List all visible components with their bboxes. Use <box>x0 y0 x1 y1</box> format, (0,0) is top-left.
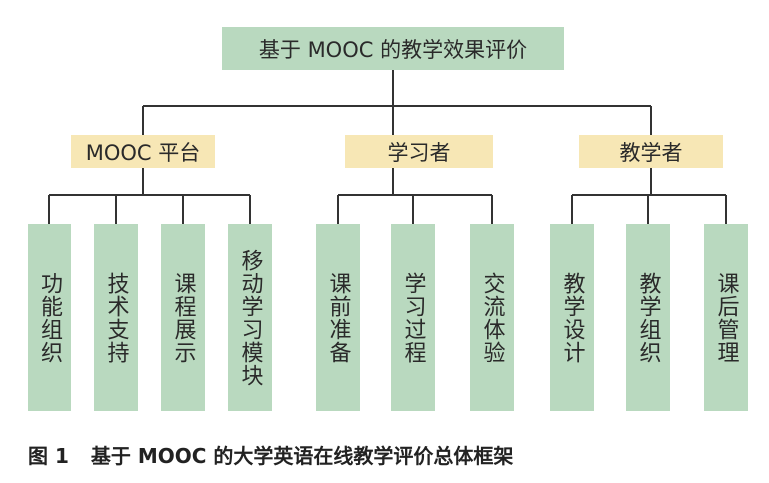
leaf-node: 交流体验 <box>470 224 514 411</box>
leaf-node: 课前准备 <box>316 224 360 411</box>
leaf-node: 学习过程 <box>391 224 435 411</box>
leaf-node: 教学设计 <box>550 224 594 411</box>
figure-number: 图 1 <box>28 444 69 468</box>
figure-caption: 图 1 基于 MOOC 的大学英语在线教学评价总体框架 <box>28 440 513 469</box>
leaf-node: 技术支持 <box>94 224 138 411</box>
leaf-node: 功能组织 <box>28 224 71 411</box>
figure-caption-text: 基于 MOOC 的大学英语在线教学评价总体框架 <box>90 444 514 468</box>
leaf-node: 教学组织 <box>626 224 670 411</box>
group-node-teacher: 教学者 <box>579 135 723 168</box>
leaf-node: 移动学习模块 <box>228 224 272 411</box>
leaf-node: 课程展示 <box>161 224 205 411</box>
group-node-mooc-platform: MOOC 平台 <box>71 135 215 168</box>
leaf-node: 课后管理 <box>704 224 748 411</box>
root-node: 基于 MOOC 的教学效果评价 <box>222 27 564 70</box>
group-node-learner: 学习者 <box>345 135 493 168</box>
